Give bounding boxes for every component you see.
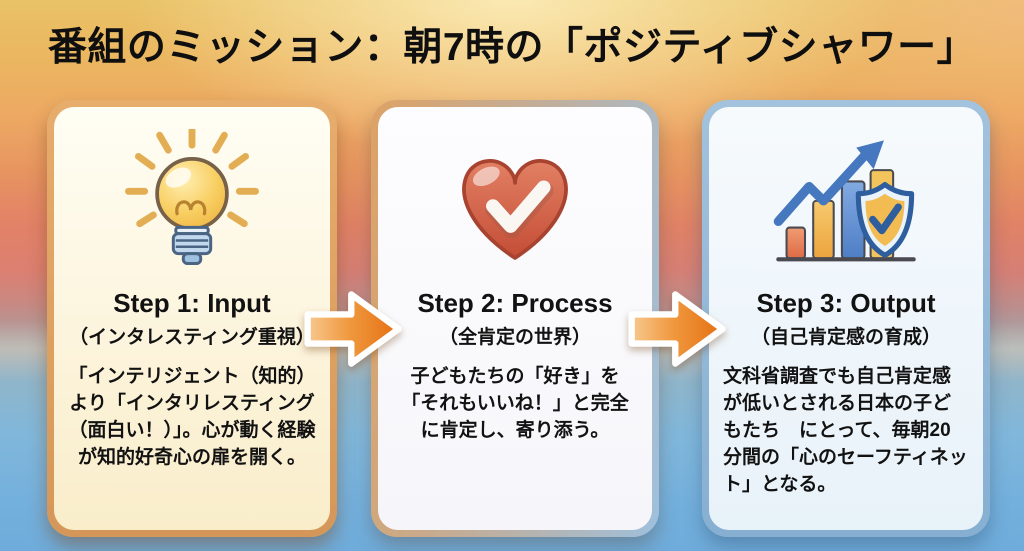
step1-body: 「インテリジェント（知的）より「インタリレスティング（面白い！）」。心が動く経験… xyxy=(68,365,316,468)
lightbulb-svg xyxy=(125,129,259,266)
step-card-output: Step 3: Output （自己肯定感の育成） 文科省調査でも自己肯定感が低… xyxy=(702,100,990,537)
step3-subtitle: （自己肯定感の育成） xyxy=(750,326,941,348)
arrow-right-icon xyxy=(304,291,402,367)
step-card-input-inner: Step 1: Input （インタレスティング重視） 「インテリジェント（知的… xyxy=(54,107,330,530)
slide-title: 番組のミッション：朝7時の「ポジティブシャワー」 xyxy=(47,26,977,69)
step3-body: 文科省調査でも自己肯定感が低いとされる日本の子どもたち にとって、毎朝20分間の… xyxy=(723,365,968,495)
step2-subtitle: （全肯定の世界） xyxy=(438,326,591,348)
heart-check-icon xyxy=(443,121,587,289)
step-card-output-inner: Step 3: Output （自己肯定感の育成） 文科省調査でも自己肯定感が低… xyxy=(709,107,983,530)
step3-title: Step 3: Output xyxy=(756,288,936,318)
step2-title: Step 2: Process xyxy=(417,288,613,318)
step-card-input: Step 1: Input （インタレスティング重視） 「インテリジェント（知的… xyxy=(47,100,337,537)
lightbulb-icon xyxy=(117,121,267,289)
step2-body: 子どもたちの「好き」を「それもいいね！」と完全に肯定し、寄り添う。 xyxy=(401,365,629,441)
arrow-right-icon xyxy=(628,291,726,367)
heart-check-svg xyxy=(462,159,568,260)
step1-title: Step 1: Input xyxy=(113,288,271,318)
step1-subtitle: （インタレスティング重視） xyxy=(69,326,315,348)
step-card-process-inner: Step 2: Process （全肯定の世界） 子どもたちの「好き」を「それも… xyxy=(378,107,652,530)
growth-chart-shield-svg xyxy=(773,140,916,262)
step-card-process: Step 2: Process （全肯定の世界） 子どもたちの「好き」を「それも… xyxy=(371,100,659,537)
growth-chart-shield-icon xyxy=(764,121,928,289)
